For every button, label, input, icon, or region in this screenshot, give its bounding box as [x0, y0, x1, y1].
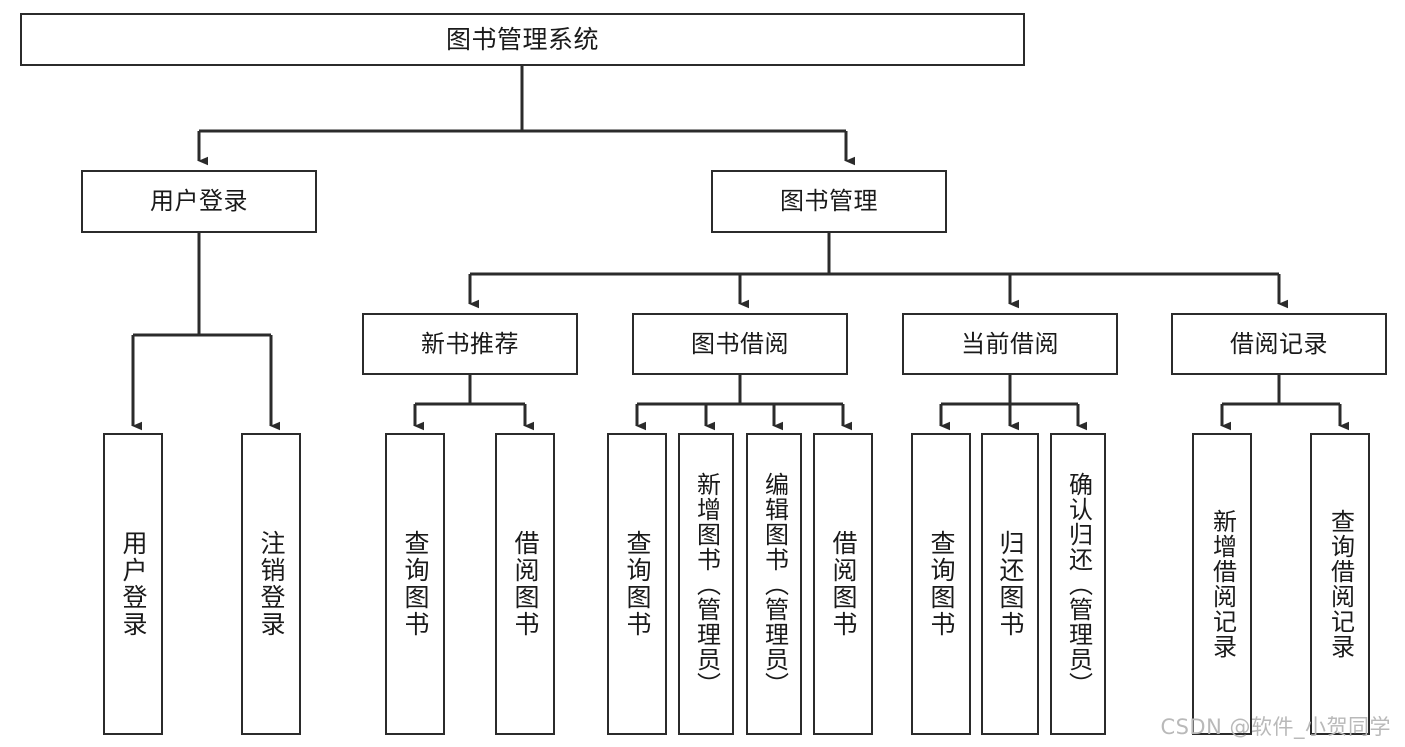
leaf-borrow-book-recommend[interactable]: 借阅图书	[495, 433, 555, 735]
node-root-system[interactable]: 图书管理系统	[20, 13, 1025, 66]
leaf-add-borrow-record[interactable]: 新增借阅记录	[1192, 433, 1252, 735]
leaf-query-book-recommend[interactable]: 查询图书	[385, 433, 445, 735]
node-label: 查询图书	[927, 530, 956, 638]
node-label: 借阅记录	[1230, 329, 1328, 358]
node-label: 新书推荐	[421, 329, 519, 358]
csdn-watermark: CSDN @软件_小贺同学	[1160, 715, 1391, 739]
node-label: 查询图书	[401, 530, 430, 638]
node-label: 图书管理系统	[445, 24, 599, 54]
node-user-login[interactable]: 用户登录	[81, 170, 317, 233]
leaf-query-book-borrow[interactable]: 查询图书	[607, 433, 667, 735]
node-label: 当前借阅	[961, 329, 1059, 358]
leaf-borrow-book[interactable]: 借阅图书	[813, 433, 873, 735]
node-label: 用户登录	[119, 530, 148, 638]
leaf-user-login[interactable]: 用户登录	[103, 433, 163, 735]
node-label: 借阅图书	[829, 530, 858, 638]
leaf-add-book-admin[interactable]: 新增图书（管理员）	[678, 433, 734, 735]
node-label: 注销登录	[257, 530, 286, 638]
leaf-query-book-current[interactable]: 查询图书	[911, 433, 971, 735]
node-label: 图书管理	[780, 187, 878, 216]
node-label: 归还图书	[996, 530, 1025, 638]
node-book-borrow[interactable]: 图书借阅	[632, 313, 848, 375]
node-label: 新增图书（管理员）	[692, 471, 721, 697]
leaf-edit-book-admin[interactable]: 编辑图书（管理员）	[746, 433, 802, 735]
leaf-confirm-return-admin[interactable]: 确认归还（管理员）	[1050, 433, 1106, 735]
node-label: 确认归还（管理员）	[1064, 471, 1093, 697]
node-label: 借阅图书	[511, 530, 540, 638]
node-book-management[interactable]: 图书管理	[711, 170, 947, 233]
node-label: 查询图书	[623, 530, 652, 638]
leaf-logout[interactable]: 注销登录	[241, 433, 301, 735]
node-borrow-records[interactable]: 借阅记录	[1171, 313, 1387, 375]
node-label: 编辑图书（管理员）	[760, 471, 789, 697]
node-label: 新增借阅记录	[1208, 509, 1237, 659]
node-label: 用户登录	[150, 187, 248, 216]
leaf-return-book[interactable]: 归还图书	[981, 433, 1039, 735]
node-label: 图书借阅	[691, 329, 789, 358]
node-label: 查询借阅记录	[1326, 509, 1355, 659]
leaf-query-borrow-record[interactable]: 查询借阅记录	[1310, 433, 1370, 735]
node-new-book-recommend[interactable]: 新书推荐	[362, 313, 578, 375]
node-current-borrow[interactable]: 当前借阅	[902, 313, 1118, 375]
